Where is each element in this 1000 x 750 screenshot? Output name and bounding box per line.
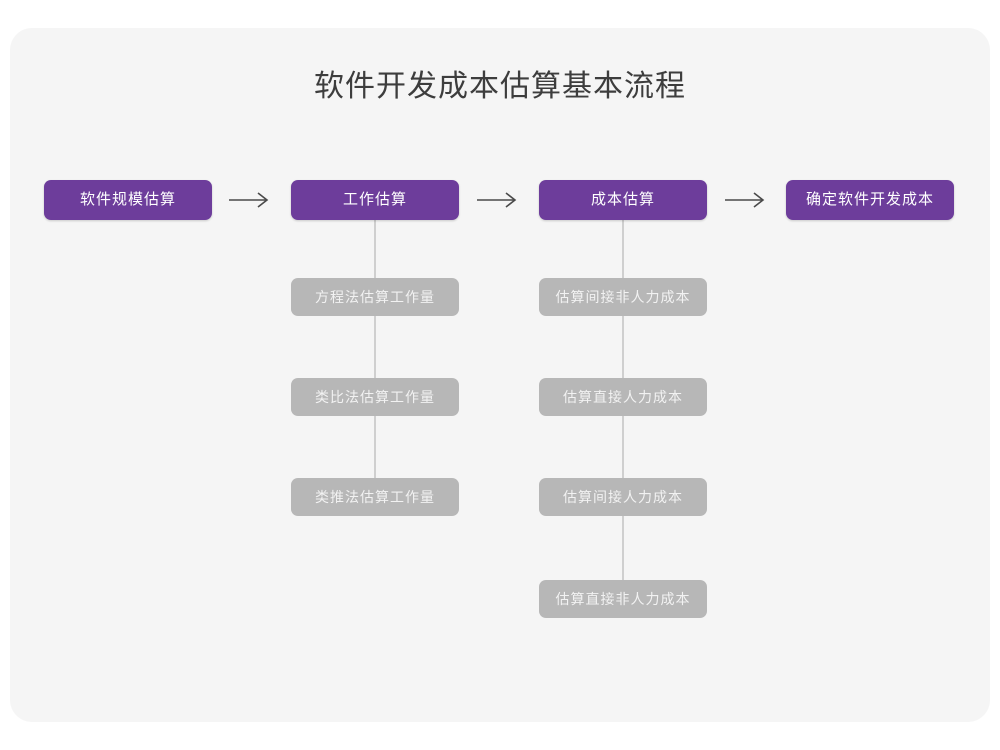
arrow-right-icon <box>475 188 521 212</box>
sub-node-direct-nonlabor-cost[interactable]: 估算直接非人力成本 <box>539 580 707 618</box>
arrow-right-icon <box>723 188 769 212</box>
slide-card <box>10 28 990 722</box>
stage-node-work-estimation[interactable]: 工作估算 <box>291 180 459 220</box>
arrow-right-icon <box>227 188 273 212</box>
sub-node-indirect-nonlabor-cost[interactable]: 估算间接非人力成本 <box>539 278 707 316</box>
connector-line-cost-estimation <box>622 220 624 612</box>
stage-node-cost-estimation[interactable]: 成本估算 <box>539 180 707 220</box>
connector-line-work-estimation <box>374 220 376 510</box>
stage-node-software-scale-estimation[interactable]: 软件规模估算 <box>44 180 212 220</box>
sub-node-equation-method-effort[interactable]: 方程法估算工作量 <box>291 278 459 316</box>
stage-node-determine-development-cost[interactable]: 确定软件开发成本 <box>786 180 954 220</box>
page-title: 软件开发成本估算基本流程 <box>314 70 686 103</box>
sub-node-inference-method-effort[interactable]: 类推法估算工作量 <box>291 478 459 516</box>
sub-node-analogy-method-effort[interactable]: 类比法估算工作量 <box>291 378 459 416</box>
sub-node-indirect-labor-cost[interactable]: 估算间接人力成本 <box>539 478 707 516</box>
sub-node-direct-labor-cost[interactable]: 估算直接人力成本 <box>539 378 707 416</box>
